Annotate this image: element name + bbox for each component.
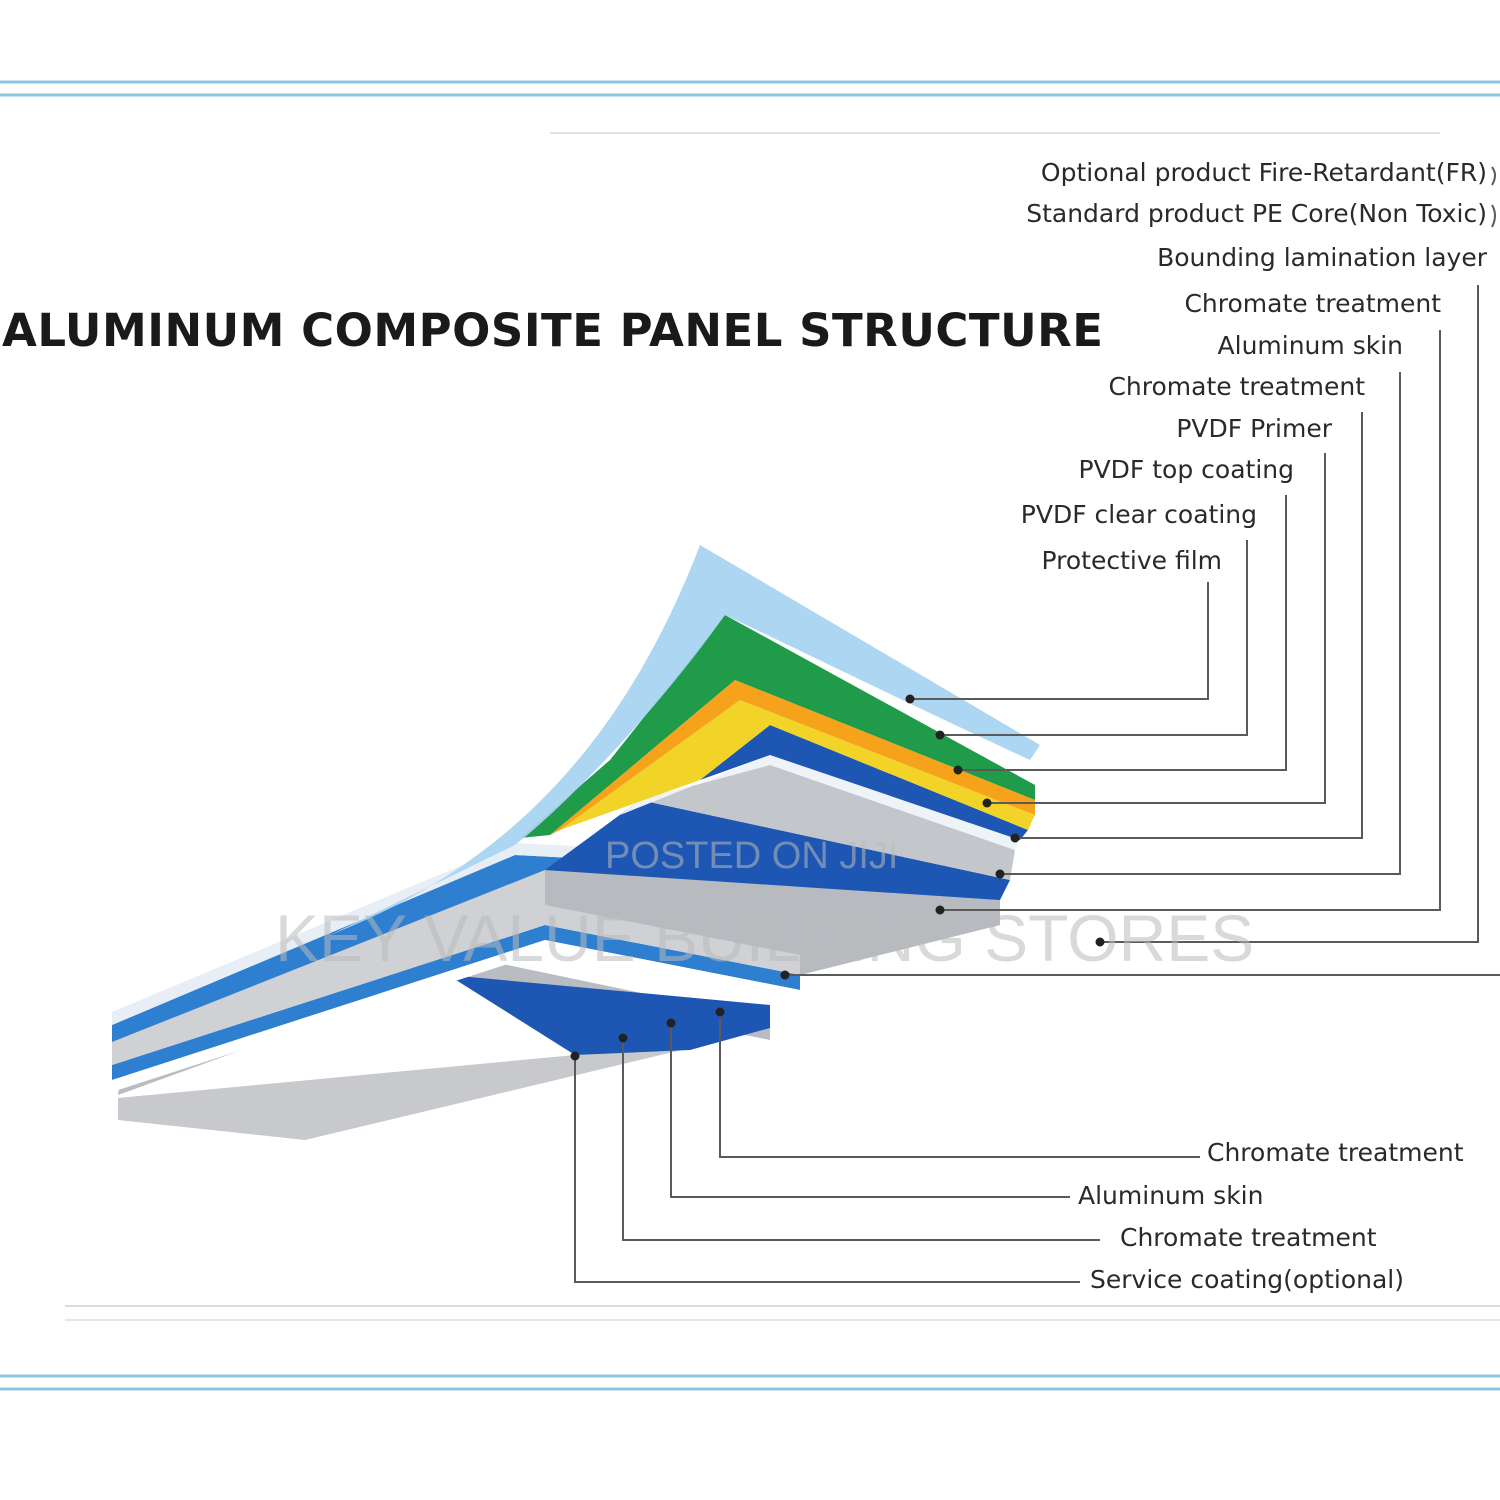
bottom-aluminum-skin-layer: [448, 975, 770, 1055]
core-leader-dot: [780, 970, 790, 980]
leader-lines: [574, 166, 1500, 1283]
top-leader-6: [1015, 412, 1363, 839]
top-leader-dot-4: [935, 905, 945, 915]
pvdf-clear-coating-layer: [520, 615, 1035, 838]
bottom-label-2: Aluminum skin: [1078, 1181, 1264, 1210]
fr-brace-mark: [1491, 166, 1496, 186]
pvdf-primer-layer: [700, 725, 1028, 840]
lower-blue-stripe: [112, 925, 800, 1080]
top-leader-dot-8: [953, 765, 963, 775]
leader-dots: [570, 694, 1105, 1061]
bottom-label-1: Chromate treatment: [1207, 1138, 1464, 1167]
bottom-leader-dot-3: [618, 1033, 628, 1043]
pe-brace-mark: [1491, 204, 1496, 228]
top-leader-dot-6: [1010, 833, 1020, 843]
top-leader-3: [1100, 285, 1479, 943]
top-label-9: PVDF clear coating: [1020, 500, 1257, 529]
top-label-4: Chromate treatment: [1184, 289, 1441, 318]
top-leader-dot-7: [982, 798, 992, 808]
top-label-3: Bounding lamination layer: [1157, 243, 1487, 272]
bottom-label-3: Chromate treatment: [1120, 1223, 1377, 1252]
top-leader-5: [1000, 372, 1401, 875]
top-leader-8: [958, 495, 1287, 771]
bottom-leader-dot-2: [666, 1018, 676, 1028]
diagram-title: ALUMINUM COMPOSITE PANEL STRUCTURE: [2, 304, 1104, 357]
upper-chromate-white: [620, 755, 1020, 850]
bottom-leader-dot-1: [715, 1007, 725, 1017]
top-leader-10: [910, 582, 1209, 700]
bottom-label-4: Service coating(optional): [1090, 1265, 1404, 1294]
top-leader-7: [987, 453, 1326, 804]
upper-chromate-slab: [640, 765, 1015, 880]
top-leader-dot-3: [1095, 937, 1105, 947]
pe-core-side: [545, 870, 1000, 975]
top-label-10: Protective film: [1041, 546, 1222, 575]
orange-coating-layer: [550, 680, 1035, 835]
top-label-6: Chromate treatment: [1108, 372, 1365, 401]
bottom-leader-2: [670, 1023, 1070, 1198]
top-label-5: Aluminum skin: [1217, 331, 1403, 360]
top-leader-dot-10: [905, 694, 915, 704]
panel-layers: [112, 545, 1040, 1140]
top-label-2: Standard product PE Core(Non Toxic): [1026, 199, 1487, 228]
frame-lines: [0, 80, 1500, 1391]
bottom-leader-dot-4: [570, 1051, 580, 1061]
pvdf-top-coating-layer: [560, 700, 1035, 830]
top-leader-dot-5: [995, 869, 1005, 879]
top-label-1: Optional product Fire-Retardant(FR): [1040, 158, 1487, 187]
bottom-core-face: [118, 1048, 690, 1140]
bottom-leader-4: [574, 1056, 1080, 1283]
top-leader-dot-9: [935, 730, 945, 740]
bottom-leader-1: [719, 1012, 1200, 1158]
protective-film-layer: [330, 545, 1040, 935]
top-label-7: PVDF Primer: [1176, 414, 1332, 443]
top-leader-9: [940, 540, 1248, 736]
lower-white-stripe: [112, 940, 800, 1092]
bottom-leader-3: [622, 1038, 1100, 1241]
top-leader-4: [940, 330, 1441, 911]
upper-aluminum-skin-layer: [545, 800, 1010, 900]
top-label-8: PVDF top coating: [1078, 455, 1295, 484]
